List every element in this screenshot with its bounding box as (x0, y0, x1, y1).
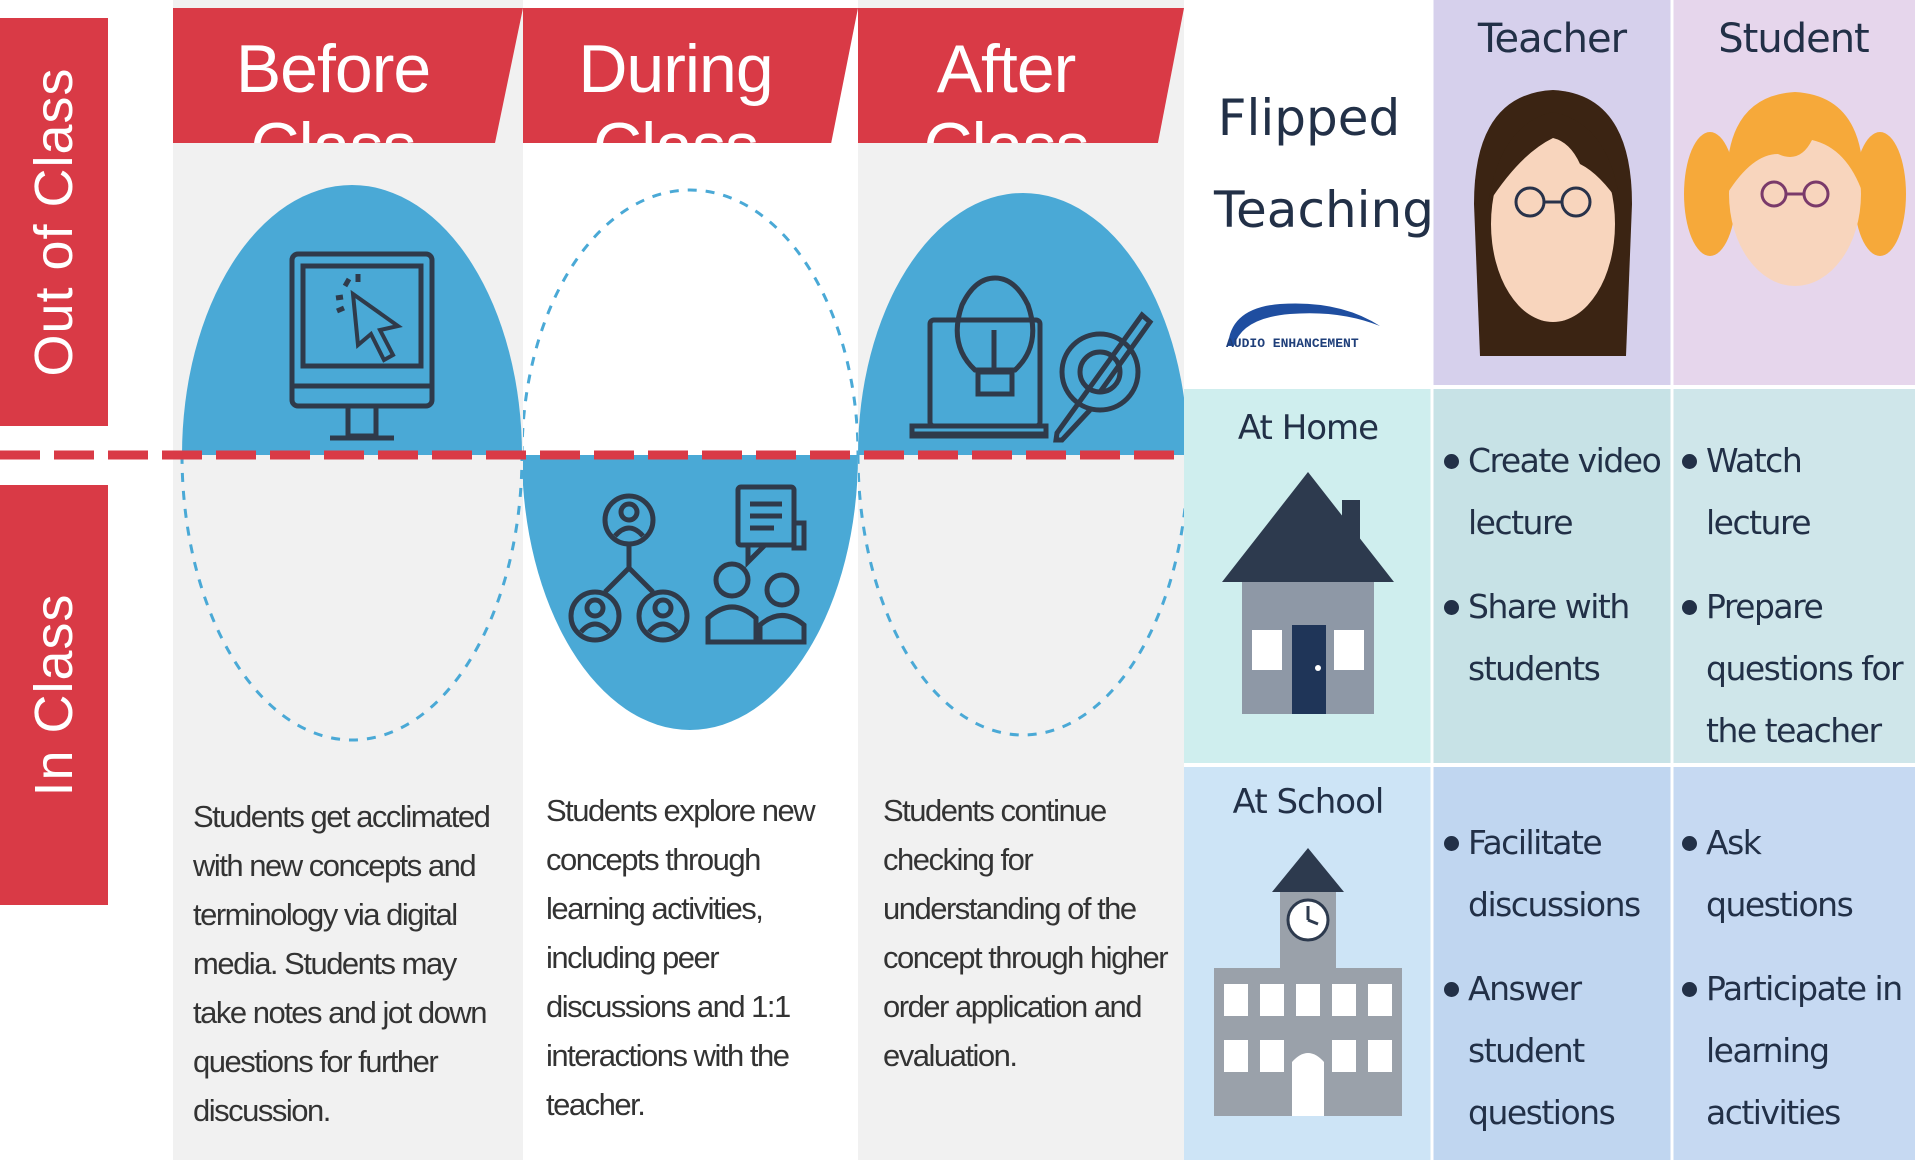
audio-enhancement-logo: AUDIO ENHANCEMENT (1220, 296, 1400, 356)
before-class-banner: Before Class (173, 8, 523, 143)
group-discussion-icon (568, 484, 807, 645)
teacher-header: Teacher (1477, 16, 1627, 62)
logo-swoosh-icon (1228, 303, 1380, 346)
at-home-teacher-list: Create video lecture Share with students (1444, 430, 1668, 700)
at-home-label: At Home (1237, 408, 1379, 448)
list-item: Ask questions (1682, 812, 1912, 936)
at-school-student-cell (1672, 765, 1915, 1160)
at-home-student-cell (1672, 387, 1915, 765)
list-item: Prepare questions for the teacher (1682, 576, 1912, 762)
after-class-title: After Class (923, 31, 1089, 143)
phase-circles-diagram (0, 185, 1184, 742)
during-class-banner: During Class (523, 8, 858, 143)
before-class-title: Before Class (235, 31, 431, 143)
at-school-teacher-list: Facilitate discussions Answer student qu… (1444, 812, 1670, 1144)
during-class-title: During Class (578, 31, 773, 143)
after-class-circle (858, 193, 1184, 737)
school-building-icon (1214, 848, 1402, 1116)
list-item: Create video lecture (1444, 430, 1668, 554)
out-of-class-tab: Out of Class (0, 18, 108, 426)
list-item: Share with students (1444, 576, 1668, 700)
at-school-teacher-cell (1432, 765, 1672, 1160)
list-item: Watch lecture (1682, 430, 1912, 554)
student-header: Student (1718, 16, 1869, 62)
list-item: Participate in learning activities (1682, 958, 1912, 1144)
after-class-banner: After Class (858, 8, 1184, 143)
during-class-description: Students explore new concepts through le… (546, 793, 816, 1122)
before-class-description: Students get acclimated with new concept… (193, 799, 491, 1128)
matrix-title-cell (1184, 0, 1432, 387)
computer-cursor-icon (289, 251, 435, 441)
list-item: Answer student questions (1444, 958, 1670, 1144)
laptop-lightbulb-gear-icon (909, 275, 1154, 443)
at-school-student-list: Ask questions Participate in learning ac… (1682, 812, 1912, 1144)
at-home-teacher-cell (1432, 387, 1672, 765)
after-class-description: Students continue checking for understan… (883, 793, 1169, 1073)
teacher-avatar (1474, 90, 1632, 356)
house-icon (1222, 472, 1394, 714)
at-home-student-list: Watch lecture Prepare questions for the … (1682, 430, 1912, 762)
in-class-tab: In Class (0, 485, 108, 905)
during-class-circle (523, 188, 858, 730)
at-school-label: At School (1232, 782, 1385, 822)
matrix-grid-lines (1184, 0, 1915, 1160)
before-class-circle (180, 185, 523, 742)
logo-text: AUDIO ENHANCEMENT (1226, 336, 1359, 351)
list-item: Facilitate discussions (1444, 812, 1670, 936)
matrix-title: Flipped Teaching (1214, 89, 1434, 239)
student-avatar (1684, 92, 1906, 286)
